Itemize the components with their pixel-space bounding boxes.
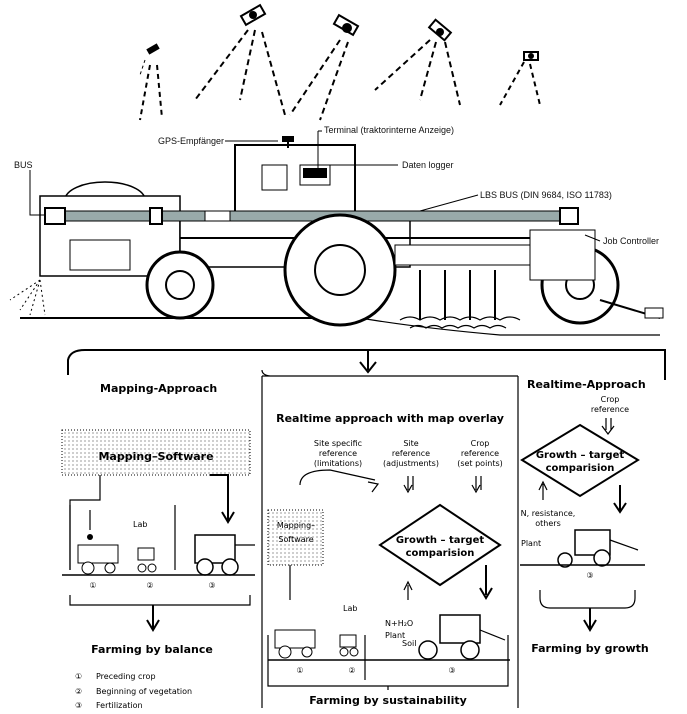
crop-reference-label: reference	[591, 405, 629, 414]
gps-receiver-label: GPS-Empfänger	[158, 136, 224, 146]
soil-label: Soil	[402, 639, 416, 648]
mapping-software-label: Mapping–	[277, 521, 315, 530]
mapping-approach-title: Mapping-Approach	[100, 382, 217, 395]
tractor-illustration	[10, 136, 663, 335]
reference-text: reference	[461, 449, 499, 458]
step-number: ②	[146, 581, 153, 590]
map-overlay-title: Realtime approach with map overlay	[276, 412, 504, 425]
nh2o-label: N+H₂O	[385, 619, 413, 628]
growth-comparison-label: comparision	[546, 463, 615, 474]
farming-by-sustainability-label: Farming by sustainability	[309, 694, 467, 707]
crop-reference-label: Crop	[601, 395, 620, 404]
satellite-icon	[241, 5, 265, 25]
legend: ① Preceding crop ② Beginning of vegetati…	[75, 672, 192, 710]
growth-comparison-label: comparision	[406, 548, 475, 559]
lab-label: Lab	[343, 604, 357, 613]
satellite-icon	[429, 20, 451, 41]
realtime-approach-panel: Realtime-Approach Crop reference Growth …	[520, 378, 649, 655]
lbs-bus-label: LBS BUS (DIN 9684, ISO 11783)	[480, 190, 612, 200]
growth-comparison-label: Growth – target	[396, 535, 485, 546]
step-number: ①	[89, 581, 96, 590]
reference-text: Site	[403, 439, 418, 448]
satellite-icon	[524, 52, 538, 60]
down-arrow	[360, 350, 376, 372]
data-logger-label: Daten logger	[402, 160, 454, 170]
mapping-software-label: Software	[278, 535, 313, 544]
satellite-icon	[140, 43, 160, 75]
reference-text: reference	[392, 449, 430, 458]
growth-comparison-label: Growth – target	[536, 450, 625, 461]
map-overlay-panel: Realtime approach with map overlay Site …	[262, 370, 518, 708]
farming-by-balance-label: Farming by balance	[91, 643, 213, 656]
legend-number: ③	[75, 701, 82, 710]
legend-text: Preceding crop	[96, 672, 156, 681]
step-number: ③	[448, 666, 455, 675]
farming-by-growth-label: Farming by growth	[531, 642, 648, 655]
step-number: ②	[348, 666, 355, 675]
reference-text: reference	[319, 449, 357, 458]
legend-text: Fertilization	[96, 701, 143, 710]
plant-label: Plant	[521, 539, 541, 548]
reference-text: (set points)	[457, 459, 503, 468]
lab-label: Lab	[133, 520, 147, 529]
legend-number: ①	[75, 672, 82, 681]
legend-text: Beginning of vegetation	[96, 687, 192, 696]
gps-signal-rays	[140, 30, 540, 120]
step-number: ③	[586, 571, 593, 580]
realtime-approach-title: Realtime-Approach	[527, 378, 646, 391]
reference-text: Crop	[471, 439, 490, 448]
bus-label: BUS	[14, 160, 33, 170]
step-number: ①	[296, 666, 303, 675]
satellite-icon	[334, 15, 358, 35]
mapping-approach-panel: Mapping-Approach Mapping–Software Lab ① …	[62, 382, 255, 656]
legend-number: ②	[75, 687, 82, 696]
inputs-label: N, resistance,	[521, 509, 576, 518]
reference-text: (limitations)	[314, 459, 362, 468]
mapping-software-label: Mapping–Software	[98, 450, 213, 463]
reference-text: (adjustments)	[383, 459, 439, 468]
terminal-label: Terminal (traktorinterne Anzeige)	[324, 125, 454, 135]
inputs-label: others	[535, 519, 560, 528]
job-controller-label: Job Controller	[603, 236, 659, 246]
step-number: ③	[208, 581, 215, 590]
reference-text: Site specific	[314, 439, 362, 448]
